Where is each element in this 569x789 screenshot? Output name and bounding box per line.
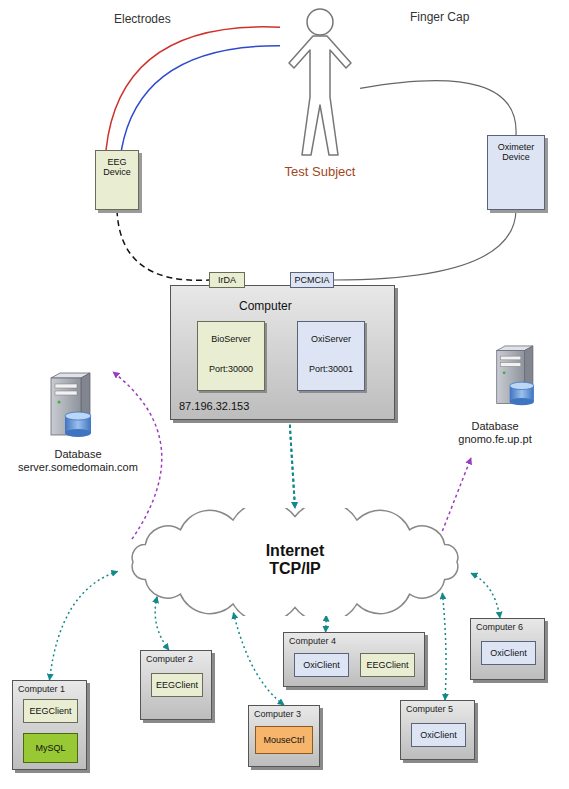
- node-label: EEGClient: [361, 660, 414, 670]
- client-computer: Computer 6 OxiClient: [470, 618, 545, 680]
- node-label: EEG Device: [96, 157, 138, 178]
- eeg-device-box: EEG Device: [95, 150, 139, 210]
- oximeter-device-box: Oximeter Device: [487, 135, 545, 210]
- node-label: IrDA: [210, 275, 244, 285]
- database-node: Database gnomo.fe.up.pt: [435, 340, 555, 458]
- connector: [50, 571, 118, 680]
- node-label: Computer 1: [18, 684, 65, 694]
- client-app-box: MouseCtrl: [255, 726, 313, 754]
- client-computer: Computer 2 EEGClient: [140, 650, 212, 720]
- node-label: OxiClient: [482, 648, 535, 658]
- node-label: Database gnomo.fe.up.pt: [435, 420, 555, 445]
- server-computer: Computer87.196.32.153IrDAPCMCIABioServer…: [170, 285, 395, 420]
- node-label: MySQL: [24, 743, 77, 753]
- connector: [113, 372, 162, 539]
- client-app-box: EEGClient: [360, 653, 415, 677]
- node-label: Database server.somedomain.com: [8, 448, 148, 473]
- test-subject: Test Subject: [280, 5, 360, 190]
- database-icon: [33, 372, 103, 442]
- port-box: PCMCIA: [290, 272, 334, 288]
- node-label: Computer 4: [289, 636, 336, 646]
- database-node: Database server.somedomain.com: [8, 372, 148, 482]
- connector: [325, 615, 327, 632]
- node-label: OxiClient: [412, 730, 465, 740]
- node-label: Test Subject: [268, 165, 372, 180]
- node-sublabel: 87.196.32.153: [179, 400, 249, 413]
- connector: [442, 458, 471, 531]
- node-label: OxiClient: [295, 660, 348, 670]
- node-label: Computer 2: [146, 654, 193, 664]
- client-app-box: EEGClient: [151, 673, 203, 697]
- node-label: PCMCIA: [291, 275, 333, 285]
- connector: [334, 210, 516, 280]
- port-box: IrDA: [209, 272, 245, 288]
- node-label: MouseCtrl: [256, 735, 312, 745]
- client-app-box: MySQL: [23, 733, 78, 763]
- connector: [155, 597, 169, 650]
- connector: [121, 46, 280, 150]
- person-figure: [280, 5, 360, 160]
- client-computer: Computer 5 OxiClient: [400, 700, 475, 760]
- client-computer: Computer 4 OxiClient EEGClient: [283, 632, 425, 687]
- client-computer: Computer 3 MouseCtrl: [248, 705, 320, 767]
- node-sublabel: Port:30000: [198, 364, 264, 374]
- node-label: EEGClient: [152, 680, 202, 690]
- node-label: Oximeter Device: [488, 142, 544, 163]
- client-app-box: EEGClient: [23, 699, 78, 723]
- connector-label: Finger Cap: [408, 10, 471, 24]
- node-label: Computer 3: [254, 709, 301, 719]
- node-label: Computer: [239, 300, 292, 314]
- client-app-box: OxiClient: [481, 641, 536, 665]
- node-label: Internet TCP/IP: [245, 542, 345, 579]
- client-app-box: OxiClient: [294, 653, 349, 677]
- connector: [117, 210, 209, 280]
- node-label: BioServer: [198, 334, 264, 344]
- server-app-box: BioServerPort:30000: [197, 321, 265, 391]
- connector: [233, 613, 284, 705]
- node-label: Computer 6: [476, 622, 523, 632]
- connector: [360, 81, 516, 135]
- client-computer: Computer 1 EEGClientMySQL: [12, 680, 87, 770]
- internet-cloud: Internet TCP/IP: [115, 508, 475, 616]
- client-app-box: OxiClient: [411, 723, 466, 747]
- node-label: OxiServer: [298, 334, 364, 344]
- connector: [442, 593, 446, 700]
- server-app-box: OxiServerPort:30001: [297, 321, 365, 391]
- node-label: Computer 5: [406, 704, 453, 714]
- connector: [106, 27, 280, 150]
- connector: [471, 573, 500, 618]
- connector-label: Electrodes: [112, 12, 173, 26]
- database-icon: [480, 340, 545, 415]
- node-label: EEGClient: [24, 706, 77, 716]
- node-sublabel: Port:30001: [298, 364, 364, 374]
